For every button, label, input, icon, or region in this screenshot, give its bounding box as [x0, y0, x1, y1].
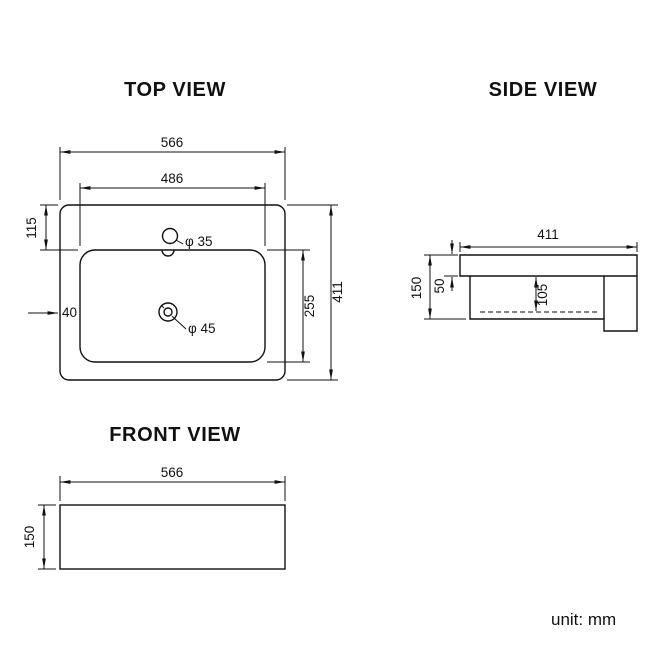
dim-label-150-side: 150 — [409, 277, 424, 300]
tap-hole — [161, 227, 179, 245]
top-view-outline — [59, 204, 286, 381]
dim-side-height: 150 — [409, 254, 466, 320]
overflow-notch — [161, 249, 175, 257]
dim-label-566-top: 566 — [161, 135, 184, 150]
dim-label-566-front: 566 — [161, 465, 184, 480]
dim-top-inner-width: 486 — [79, 171, 266, 246]
dim-label-411-top: 411 — [330, 281, 345, 303]
dim-side-rim-thickness: 50 — [432, 240, 458, 294]
dim-label-50: 50 — [432, 278, 447, 293]
dim-top-bowl-height: 255 — [267, 249, 317, 363]
front-view-outline — [59, 504, 286, 570]
dim-label-40: 40 — [62, 305, 77, 320]
side-view-outline — [459, 254, 638, 332]
dim-label-phi45: φ 45 — [188, 321, 216, 336]
dim-label-115: 115 — [24, 217, 39, 239]
basin-outer-edge — [59, 204, 286, 381]
front-view: FRONT VIEW 566 150 — [22, 424, 286, 570]
drain-hole-outer — [158, 302, 178, 322]
dim-label-486: 486 — [161, 171, 184, 186]
unit-label: unit: mm — [551, 610, 616, 629]
dim-label-150-front: 150 — [22, 526, 37, 549]
drain-hole-inner — [163, 307, 173, 317]
dim-front-width: 566 — [59, 465, 286, 501]
dim-top-outer-height: 411 — [287, 204, 345, 381]
dim-top-outer-width: 566 — [59, 135, 286, 200]
side-view-title: SIDE VIEW — [489, 79, 598, 101]
label-tap-hole: φ 35 — [175, 234, 213, 249]
dim-side-inner-depth: 105 — [534, 277, 550, 311]
dim-label-phi35: φ 35 — [185, 234, 213, 249]
dim-label-255: 255 — [302, 295, 317, 318]
basin-front-profile — [59, 504, 286, 570]
side-view: SIDE VIEW 411 50 150 — [409, 79, 638, 332]
dim-top-rim-width: 40 — [28, 305, 77, 320]
dim-label-105: 105 — [535, 284, 550, 307]
dim-label-411-side: 411 — [537, 227, 559, 242]
drain-tick — [160, 304, 165, 309]
top-view-title: TOP VIEW — [124, 79, 226, 101]
front-view-title: FRONT VIEW — [109, 424, 241, 446]
dim-front-height: 150 — [22, 504, 56, 570]
dim-top-tap-offset: 115 — [24, 204, 78, 251]
label-drain-hole: φ 45 — [173, 317, 216, 336]
basin-bowl-edge — [79, 249, 266, 363]
top-view: TOP VIEW 566 486 — [24, 79, 345, 381]
dim-side-depth: 411 — [459, 227, 638, 252]
